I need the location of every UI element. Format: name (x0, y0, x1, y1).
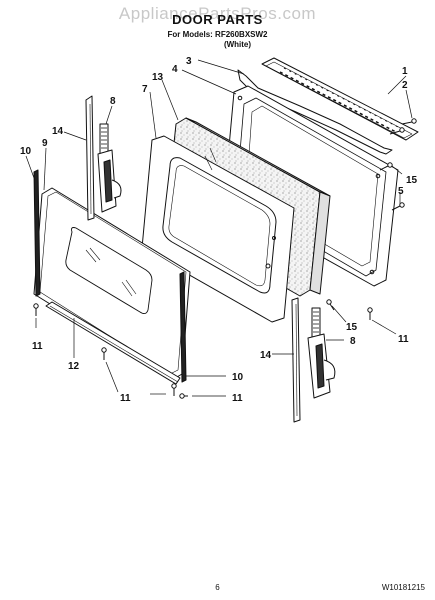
screw-2b (389, 127, 405, 135)
page-number: 6 (215, 583, 220, 592)
callout-12: 12 (68, 361, 80, 372)
side-trim-right (179, 271, 187, 383)
callout-13: 13 (152, 72, 164, 83)
hinge-right (307, 307, 336, 399)
callout-15-upper: 15 (406, 175, 418, 186)
screw-11-bottom-a (101, 347, 107, 360)
callout-3: 3 (186, 56, 192, 67)
callout-5: 5 (398, 186, 404, 197)
screw-11-left (33, 303, 39, 316)
models-line: For Models: RF260BXSW2 (167, 30, 268, 39)
side-trim-left (33, 169, 41, 297)
screw-15a (379, 162, 393, 171)
screw-11-right (367, 307, 373, 320)
watermark-text: AppliancePartsPros.com (118, 4, 317, 23)
vent-trim-strip (261, 57, 419, 141)
callout-11-bottom: 11 (120, 393, 131, 404)
callout-9: 9 (42, 138, 48, 149)
screw-11-bottom-b (171, 383, 177, 396)
callout-15-lower: 15 (346, 322, 358, 333)
page-title: DOOR PARTS (172, 12, 263, 27)
hinge-left (97, 123, 122, 213)
hinge-receiver-right (291, 297, 301, 423)
callout-8-upper: 8 (110, 96, 116, 107)
hinge-receiver-left (85, 95, 95, 221)
screw-2a (401, 118, 417, 125)
callout-11-right: 11 (398, 334, 409, 345)
color-line: (White) (223, 40, 252, 49)
callout-14-lower: 14 (260, 350, 272, 361)
callout-14-upper: 14 (52, 126, 64, 137)
callout-11-bottom-right: 11 (232, 393, 243, 404)
callout-10-left: 10 (20, 146, 32, 157)
document-id: W10181215 (381, 583, 425, 592)
screw-11-bottom-c (179, 393, 188, 399)
callout-10-right: 10 (232, 372, 244, 383)
leader-lines (25, 59, 413, 397)
callout-1: 1 (402, 66, 408, 77)
screw-5 (391, 202, 405, 211)
callout-8-lower: 8 (350, 336, 356, 347)
callout-2: 2 (402, 80, 408, 91)
bottom-trim (45, 301, 181, 385)
callout-4: 4 (172, 64, 178, 75)
callout-11-left: 11 (32, 341, 43, 352)
callout-7: 7 (142, 84, 148, 95)
screw-15b (326, 299, 335, 311)
